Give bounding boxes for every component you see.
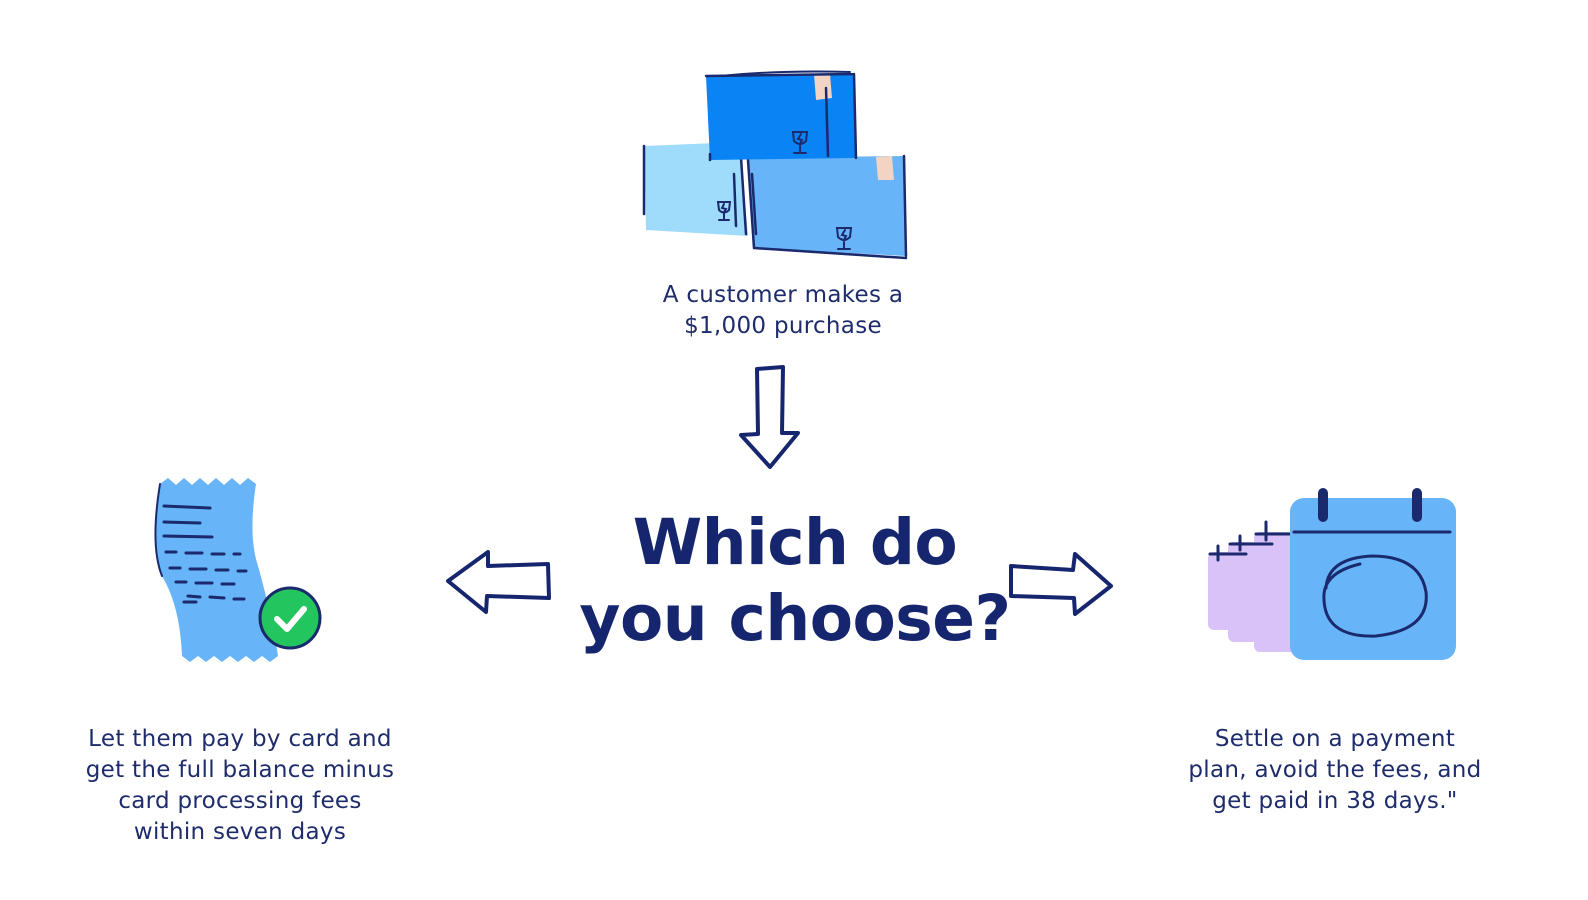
calendar-stack-icon — [1208, 488, 1456, 660]
card-payment-caption-line-3: card processing fees — [118, 788, 362, 814]
stacked-boxes-icon — [642, 70, 908, 260]
card-payment-caption-line-1: Let them pay by card and — [88, 726, 392, 752]
purchase-caption: A customer makes a $1,000 purchase — [593, 280, 973, 342]
down-arrow-icon — [739, 365, 800, 469]
receipt-check-icon — [154, 478, 322, 662]
right-arrow-icon — [1009, 552, 1113, 616]
purchase-caption-line-1: A customer makes a — [662, 282, 904, 308]
payment-plan-caption: Settle on a payment plan, avoid the fees… — [1135, 724, 1535, 817]
left-arrow-icon — [446, 550, 551, 614]
payment-plan-caption-line-1: Settle on a payment — [1214, 726, 1456, 752]
card-payment-caption-line-2: get the full balance minus — [85, 757, 395, 783]
choice-headline-line-2: you choose? — [579, 582, 1011, 655]
card-payment-caption-line-4: within seven days — [133, 819, 347, 845]
payment-plan-caption-line-2: plan, avoid the fees, and — [1188, 757, 1482, 783]
purchase-caption-line-2: $1,000 purchase — [684, 313, 882, 339]
choice-headline-line-1: Which do — [632, 506, 958, 579]
card-payment-caption: Let them pay by card and get the full ba… — [40, 724, 440, 848]
payment-plan-caption-line-3: get paid in 38 days." — [1212, 788, 1458, 814]
choice-headline: Which do you choose? — [540, 505, 1050, 657]
